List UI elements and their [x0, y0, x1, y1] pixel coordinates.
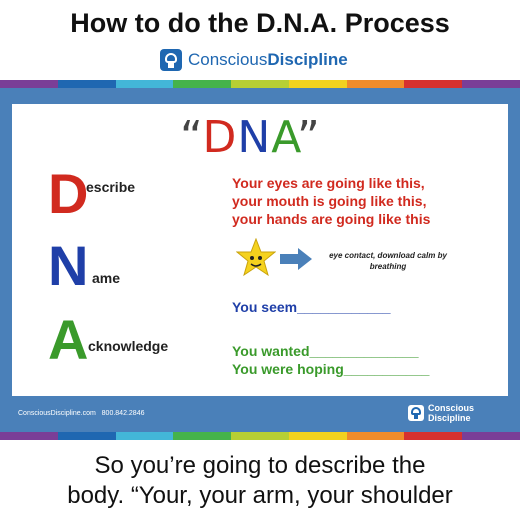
head-logo-icon: [160, 49, 182, 71]
stripe-segment: [57, 432, 116, 440]
brand-logo: ConsciousDiscipline: [160, 48, 348, 72]
you-wanted-prompt: You wanted______________: [232, 343, 419, 359]
brand-name: ConsciousDiscipline: [188, 50, 348, 69]
name-word: ame: [92, 270, 121, 286]
letter-a: A: [48, 308, 89, 371]
letter-n: N: [48, 234, 89, 297]
describe-line-2: your mouth is going like this,: [232, 193, 427, 209]
footer-contact: ConsciousDiscipline.com 800.842.2846: [18, 410, 144, 417]
footer-head-logo-icon: [408, 405, 424, 421]
caption-line-1: So you’re going to describe the: [94, 452, 426, 479]
describe-examples: Your eyes are going like this, your mout…: [232, 174, 430, 228]
stripe-segment: [462, 80, 520, 88]
stripe-segment: [57, 80, 116, 88]
stripe-segment: [288, 432, 347, 440]
stripe-segment: [231, 432, 289, 440]
you-seem-prompt: You seem____________: [232, 299, 391, 315]
describe-word: escribe: [86, 179, 136, 195]
stripe-segment: [115, 80, 174, 88]
color-stripe-top: [0, 80, 520, 88]
stripe-segment: [231, 80, 289, 88]
footer-website: ConsciousDiscipline.com: [18, 410, 96, 417]
footer-brand-logo: Conscious Discipline: [408, 403, 474, 423]
dna-heading: “DNA”: [180, 112, 321, 163]
you-were-hoping-prompt: You were hoping___________: [232, 361, 430, 377]
stripe-segment: [0, 80, 58, 88]
caption-line-2: body. “Your, your arm, your shoulder: [67, 482, 453, 509]
acknowledge-word: cknowledge: [88, 338, 169, 354]
star-note: eye contact, download calm by breathing: [329, 251, 447, 271]
footer-brand-name: Conscious Discipline: [428, 403, 475, 423]
heading-d: D: [202, 112, 238, 163]
heading-a: A: [271, 112, 297, 163]
page-title: How to do the D.N.A. Process: [70, 8, 450, 38]
stripe-segment: [115, 432, 174, 440]
describe-line-1: Your eyes are going like this,: [232, 175, 425, 191]
heading-n: N: [237, 112, 272, 163]
arrow-right-icon: [280, 248, 312, 270]
stripe-segment: [346, 432, 405, 440]
stripe-segment: [404, 432, 463, 440]
letter-d: D: [48, 162, 89, 225]
stripe-segment: [404, 80, 463, 88]
close-quote: ”: [296, 112, 321, 163]
describe-line-3: your hands are going like this: [232, 211, 431, 227]
color-stripe-bottom: [0, 432, 520, 440]
open-quote: “: [180, 112, 203, 163]
star-character-icon: [236, 238, 276, 277]
stripe-segment: [462, 432, 520, 440]
stripe-segment: [0, 432, 58, 440]
stripe-segment: [173, 80, 232, 88]
stripe-segment: [288, 80, 347, 88]
stripe-segment: [173, 432, 232, 440]
acknowledge-examples: You wanted______________ You were hoping…: [232, 342, 429, 378]
footer-phone: 800.842.2846: [101, 410, 145, 417]
stripe-segment: [346, 80, 405, 88]
